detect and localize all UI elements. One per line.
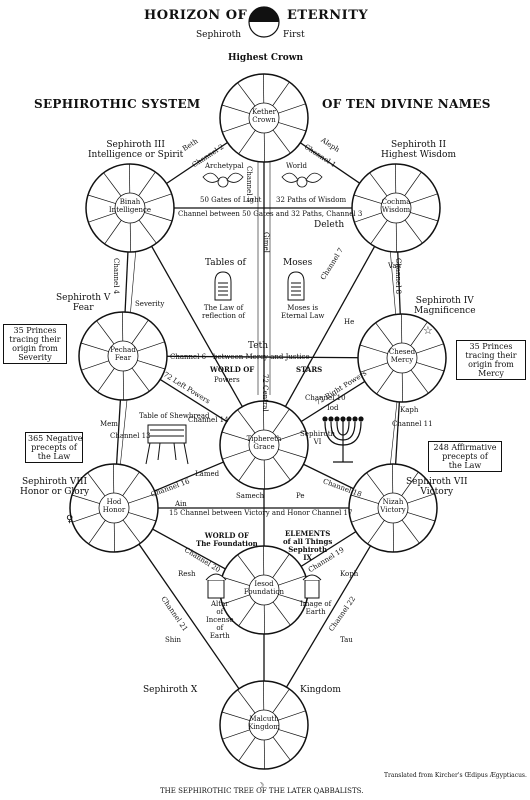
label-tau: Tau <box>340 636 353 644</box>
label-channel-10: Channel 10 <box>305 394 346 402</box>
label-severity: Severity <box>135 300 165 308</box>
sphere-circles <box>69 73 447 770</box>
label-world-of: WORLD OF <box>210 365 255 374</box>
label-he: He <box>344 318 355 326</box>
label-channel-4: Channel 4 <box>112 258 120 295</box>
box-affirmative-precepts: 248 Affirmative precepts of the Law <box>428 441 502 472</box>
sphere-tiphereth: Tiphereth Grace <box>246 435 282 451</box>
tablet-right <box>287 271 305 301</box>
label-archetypal: Archetypal <box>205 162 244 170</box>
label-sephiroth-8: Sephiroth VIII Honor or Glory <box>20 477 90 497</box>
label-72-central: 72 Central <box>261 374 269 412</box>
label-world: World <box>286 162 307 170</box>
system-title-left: SEPHIROTHIC SYSTEM <box>34 97 201 111</box>
sphere-hod: Hod Honor <box>102 498 126 514</box>
label-sephiroth-3: Sephiroth III Intelligence or Spirit <box>88 140 184 160</box>
label-channel-14: Channel 14 <box>188 416 229 424</box>
sphere-binah: Binah Intelligence <box>108 198 152 214</box>
label-stars: STARS <box>296 365 323 374</box>
subtitle-left: Sephiroth <box>196 30 242 40</box>
box-princes-mercy: 35 Princes tracing their origin from Mer… <box>456 340 526 380</box>
earth-image-icon <box>302 574 322 599</box>
box-negative-precepts: 365 Negative precepts of the Law <box>25 432 83 463</box>
label-pe: Pe <box>296 492 305 500</box>
altar-icon <box>205 573 227 599</box>
label-vau: Vau <box>388 262 402 270</box>
box-princes-severity: 35 Princes tracing their origin from Sev… <box>3 324 67 364</box>
menorah <box>322 416 364 463</box>
svg-text:☆: ☆ <box>423 324 433 337</box>
label-altar: Altar of Incense of Earth <box>206 600 234 640</box>
label-channel-11: Channel 11 <box>392 420 433 428</box>
sphere-pechad: Pechad Fear <box>110 346 136 362</box>
label-deleth: Deleth <box>314 220 345 230</box>
sphere-cochma: Cochma Wisdom <box>381 198 411 214</box>
subtitle-right: First <box>283 30 305 40</box>
label-kingdom: Kingdom <box>300 685 341 695</box>
sphere-nizah: Nizah Victory <box>380 498 406 514</box>
figure-credit: Translated from Kircher's Œdipus Ægyptia… <box>384 772 527 779</box>
label-ain: Ain <box>175 500 187 508</box>
cherub-left <box>202 172 244 188</box>
title-left: HORIZON OF <box>144 8 248 23</box>
label-shewbread: Table of Shewbread <box>139 412 210 420</box>
label-sephiroth-2: Sephiroth II Highest Wisdom <box>381 140 457 160</box>
label-gates-light: 50 Gates of Light <box>200 196 262 204</box>
label-world-foundation: WORLD OF The Foundation <box>196 531 258 548</box>
label-law-reflection: The Law of reflection of <box>202 304 246 320</box>
sphere-malcuth: Malcuth Kingdom <box>248 715 280 731</box>
svg-text:☽: ☽ <box>257 781 264 790</box>
shewbread-table <box>145 424 189 465</box>
label-tables-of: Tables of <box>205 258 246 268</box>
tablet-left <box>214 271 232 301</box>
label-channel-9: between Mercy and Justice <box>213 353 310 361</box>
label-channel-13: Channel 13 <box>110 432 151 440</box>
label-gimel: Gimel <box>262 232 270 253</box>
title-right: ETERNITY <box>287 8 369 23</box>
label-moses-law: Moses is Eternal Law <box>281 304 325 320</box>
label-sephiroth-4: Sephiroth IV Magnificence <box>414 296 476 316</box>
svg-text:♀: ♀ <box>66 514 73 525</box>
sphere-kether: Kether Crown <box>252 108 276 124</box>
label-samech: Samech <box>236 492 265 500</box>
cherub-right <box>281 172 323 188</box>
horizon-disc <box>248 6 280 38</box>
label-channel-3: Channel between 50 Gates and 32 Paths, C… <box>178 210 363 218</box>
label-channel-6: Channel 6 <box>170 353 207 361</box>
label-channel-5: Channel 5 <box>245 166 253 203</box>
label-image-earth: Image of Earth <box>300 600 332 616</box>
sphere-chesed: Chesed Mercy <box>388 348 416 364</box>
label-sephiroth-7: Sephiroth VII Victory <box>406 477 468 497</box>
label-sephiroth-6: Sephiroth VI <box>300 430 336 446</box>
label-powers: Powers <box>214 376 240 384</box>
label-lamed: Lamed <box>195 470 220 478</box>
label-mem: Mem <box>100 420 118 428</box>
label-sephiroth-5: Sephiroth V Fear <box>56 293 111 313</box>
crown-label: Highest Crown <box>228 53 304 63</box>
label-koph: Koph <box>340 570 359 578</box>
label-iod: Iod <box>327 404 339 412</box>
system-title-right: OF TEN DIVINE NAMES <box>322 97 491 111</box>
label-teth: Teth <box>248 341 269 351</box>
label-channel-15-17: 15 Channel between Victory and Honor Cha… <box>169 509 353 517</box>
label-shin: Shin <box>165 636 182 644</box>
label-kaph: Kaph <box>400 406 419 414</box>
figure-caption: THE SEPHIROTHIC TREE OF THE LATER QABBAL… <box>160 787 364 795</box>
label-resh: Resh <box>178 570 196 578</box>
sphere-iesod: Iesod Foundation <box>243 580 285 596</box>
label-elements: ELEMENTS of all Things Sephiroth IX <box>283 529 333 562</box>
label-sephiroth-10: Sephiroth X <box>143 685 198 695</box>
label-paths-wisdom: 32 Paths of Wisdom <box>276 196 347 204</box>
label-moses: Moses <box>283 258 313 268</box>
